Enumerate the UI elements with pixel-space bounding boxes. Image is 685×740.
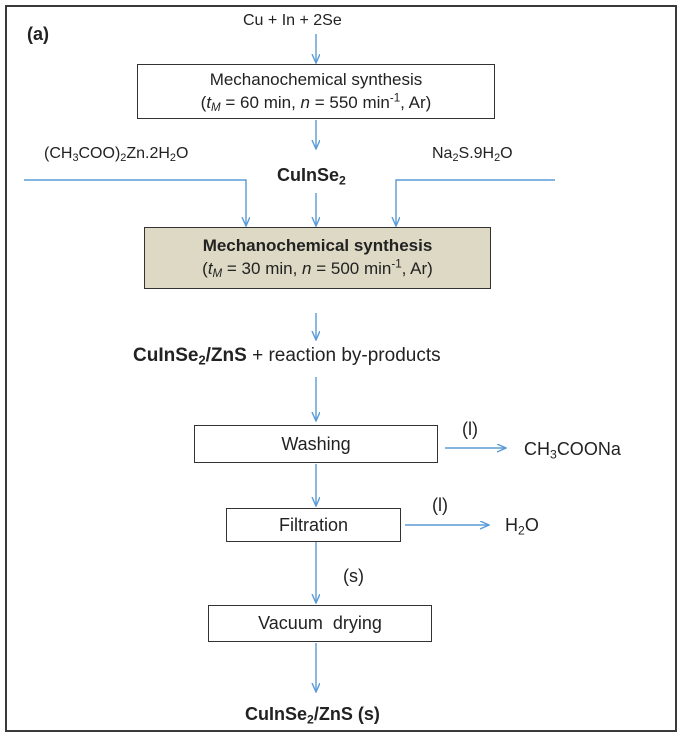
reagent-right: Na2S.9H2O bbox=[432, 145, 513, 165]
washing-box: Washing bbox=[194, 425, 438, 463]
step1-box: Mechanochemical synthesis (tM = 60 min, … bbox=[137, 64, 495, 119]
intermediate-product: CuInSe2 bbox=[277, 165, 346, 188]
reactants-top: Cu + In + 2Se bbox=[243, 12, 342, 29]
washing-byproduct: CH3COONa bbox=[524, 439, 621, 462]
panel-label: (a) bbox=[27, 24, 49, 44]
arrow-left-reagent bbox=[24, 179, 246, 225]
product-mixture: CuInSe2/ZnS + reaction by-products bbox=[133, 345, 441, 368]
step1-conditions: (tM = 60 min, n = 550 min-1, Ar) bbox=[200, 92, 432, 114]
drying-box: Vacuum drying bbox=[208, 605, 432, 642]
final-product: CuInSe2/ZnS (s) bbox=[245, 704, 380, 727]
washing-phase: (l) bbox=[462, 419, 478, 439]
reagent-left: (CH3COO)2Zn.2H2O bbox=[44, 145, 189, 165]
filtration-phase: (l) bbox=[432, 495, 448, 515]
step2-conditions: (tM = 30 min, n = 500 min-1, Ar) bbox=[202, 258, 433, 281]
arrow-right-reagent bbox=[396, 179, 555, 225]
filtration-box: Filtration bbox=[226, 508, 401, 542]
step2-title: Mechanochemical synthesis bbox=[202, 236, 433, 256]
figure-frame bbox=[5, 5, 677, 732]
washing-label: Washing bbox=[281, 433, 351, 454]
step1-title: Mechanochemical synthesis bbox=[209, 70, 423, 90]
filtration-byproduct: H2O bbox=[505, 515, 539, 538]
drying-label: Vacuum drying bbox=[258, 613, 382, 633]
solid-phase-label: (s) bbox=[343, 566, 364, 586]
filtration-label: Filtration bbox=[278, 514, 349, 535]
step2-box: Mechanochemical synthesis (tM = 30 min, … bbox=[144, 227, 491, 289]
